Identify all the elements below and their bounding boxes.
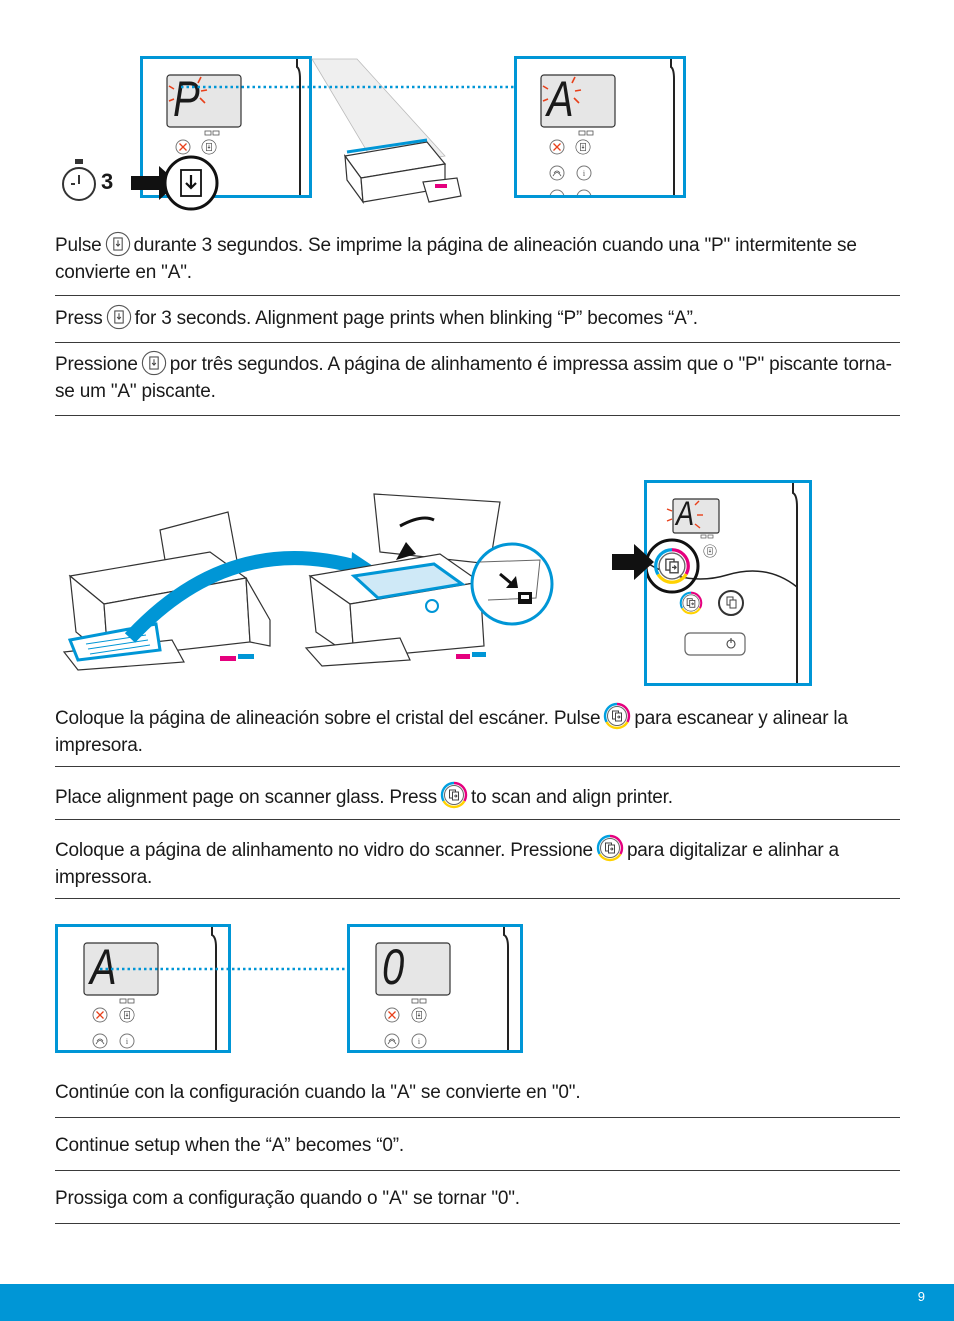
instruction-pt-2: Coloque a página de alinhamento no vidro… — [55, 834, 900, 891]
page-footer-bar — [0, 1284, 954, 1321]
control-panel-before-drawing — [166, 59, 301, 195]
instruction-pt-3: Prossiga com a configuração quando o "A"… — [55, 1188, 520, 1209]
stopwatch-icon — [62, 159, 96, 201]
alignment-illustration-top — [62, 58, 539, 211]
control-panel-after-drawing: i — [540, 59, 675, 195]
divider — [55, 1170, 900, 1171]
display-letter-a: A — [90, 939, 117, 995]
scan-placement-illustration — [62, 493, 554, 671]
scan-button-icon — [440, 781, 468, 809]
resume-button-icon — [105, 231, 130, 257]
divider — [55, 342, 900, 343]
instruction-en-2: Place alignment page on scanner glass. P… — [55, 781, 900, 811]
divider — [55, 1117, 900, 1118]
control-panel-align-before: i A — [55, 924, 231, 1053]
instruction-en-3: Continue setup when the “A” becomes “0”. — [55, 1135, 404, 1156]
divider — [55, 766, 900, 767]
page-number: 9 — [917, 1289, 925, 1304]
divider — [55, 898, 900, 899]
scan-button-icon — [596, 834, 624, 862]
scan-button-icon — [604, 702, 631, 730]
control-panel-scan-drawing — [647, 483, 798, 683]
resume-button-icon — [141, 350, 166, 376]
press-arrow-icon — [612, 544, 654, 580]
instruction-es-2: Coloque la página de alineación sobre el… — [55, 702, 900, 759]
display-letter-a: A — [676, 495, 695, 533]
divider — [55, 1223, 900, 1224]
instruction-es-3: Continúe con la configuración cuando la … — [55, 1082, 581, 1103]
svg-text:i: i — [583, 169, 586, 178]
divider — [55, 415, 900, 416]
display-digit-zero: 0 — [382, 939, 405, 995]
control-panel-after: i A — [514, 56, 686, 198]
hold-seconds-label: 3 — [101, 169, 114, 194]
divider — [55, 819, 900, 820]
display-letter-p: P — [173, 71, 200, 127]
svg-text:i: i — [418, 1037, 421, 1046]
display-letter-a: A — [547, 71, 574, 127]
divider — [55, 295, 900, 296]
svg-text:i: i — [126, 1037, 129, 1046]
control-panel-align-after-drawing: i — [375, 927, 509, 1050]
control-panel-align-after: i 0 — [347, 924, 523, 1053]
control-panel-scan: A — [644, 480, 812, 686]
resume-button-icon — [106, 304, 131, 330]
control-panel-align-before-drawing: i — [83, 927, 217, 1050]
